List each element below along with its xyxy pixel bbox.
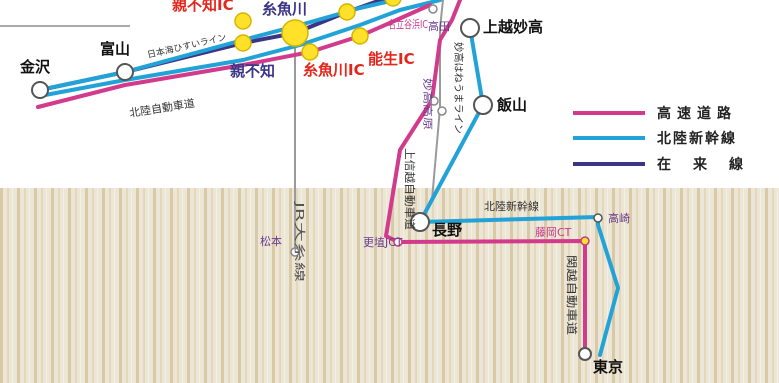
sky-area bbox=[0, 0, 779, 188]
label-joetsu-myoko: 上越妙高 bbox=[483, 18, 543, 36]
label-iiyama: 飯山 bbox=[496, 96, 527, 114]
station-marker-tokyo bbox=[578, 347, 592, 361]
station-marker-toyama bbox=[116, 63, 134, 81]
station-marker-itoigawa bbox=[281, 19, 309, 47]
station-marker-takada bbox=[428, 4, 438, 14]
legend-conventional-label: 在来線 bbox=[657, 156, 765, 173]
label-kanazawa: 金沢 bbox=[19, 58, 51, 76]
ic-marker-fujioka-ct bbox=[580, 236, 590, 246]
ic-marker-oyashirazu-ic bbox=[234, 12, 252, 30]
ic-marker-nou bbox=[351, 27, 369, 45]
joshinetsu-expressway-track bbox=[384, 0, 587, 353]
labels: 金沢 富山 糸魚川 親不知 上越妙高 飯山 長野 東京 松本 高崎 高田 親不知… bbox=[19, 0, 630, 376]
ic-marker-east-1 bbox=[338, 3, 356, 21]
label-itoigawa: 糸魚川 bbox=[262, 0, 307, 18]
station-marker-iiyama bbox=[473, 95, 493, 115]
ic-marker-myoko bbox=[429, 96, 439, 106]
station-marker-matsumoto bbox=[290, 247, 300, 257]
ic-marker-koshoku-jct bbox=[393, 237, 403, 247]
label-takada: 高田 bbox=[428, 19, 450, 33]
shinkansen-takasaki-tokyo-segment bbox=[418, 215, 620, 357]
label-nou-ic: 能生IC bbox=[368, 50, 415, 68]
ic-marker-oyashirazu-station bbox=[234, 34, 252, 52]
legend: 高速道路 北陸新幹線 在来線 bbox=[573, 105, 765, 173]
label-koshoku-jct: 更埴JCT bbox=[363, 235, 403, 249]
label-kanetsu-expressway: 関越自動車道 bbox=[565, 255, 579, 335]
station-marker-takasaki bbox=[593, 213, 603, 223]
label-nagano: 長野 bbox=[432, 221, 462, 239]
ic-marker-east-2 bbox=[384, 0, 402, 7]
label-nadachi-ic: 名立谷浜IC bbox=[388, 17, 428, 31]
station-marker-joetsu-myoko bbox=[460, 18, 480, 38]
label-myoko-kogen: 妙高高原 bbox=[421, 78, 434, 130]
label-matsumoto: 松本 bbox=[260, 234, 282, 248]
label-joshinetsu-expressway: 上信越自動車道 bbox=[403, 148, 417, 230]
legend-shinkansen-label: 北陸新幹線 bbox=[657, 130, 737, 147]
ic-marker-itoigawa-ic bbox=[301, 43, 319, 61]
shinkansen-west-segment bbox=[38, 0, 397, 92]
label-itoigawa-ic: 糸魚川IC bbox=[303, 61, 365, 79]
markers bbox=[31, 0, 603, 361]
station-marker-kanazawa bbox=[31, 81, 49, 99]
legend-highway-label: 高速道路 bbox=[657, 105, 737, 122]
label-tokyo: 東京 bbox=[593, 358, 623, 376]
station-marker-myoko-kogen bbox=[437, 106, 447, 116]
label-takasaki: 高崎 bbox=[608, 211, 630, 225]
label-toyama: 富山 bbox=[100, 40, 130, 58]
label-fujioka-ct: 藤岡CT bbox=[535, 226, 572, 239]
label-hokuriku-shinkansen: 北陸新幹線 bbox=[484, 199, 539, 213]
label-jr-oito-line: JR大糸線 bbox=[293, 200, 307, 282]
station-marker-nagano bbox=[410, 212, 430, 232]
label-oyashirazu-ic: 親不知IC bbox=[172, 0, 234, 14]
label-myoko-haneuma-line: 妙高はねうまライン bbox=[452, 42, 465, 134]
label-oyashirazu: 親不知 bbox=[230, 62, 275, 80]
